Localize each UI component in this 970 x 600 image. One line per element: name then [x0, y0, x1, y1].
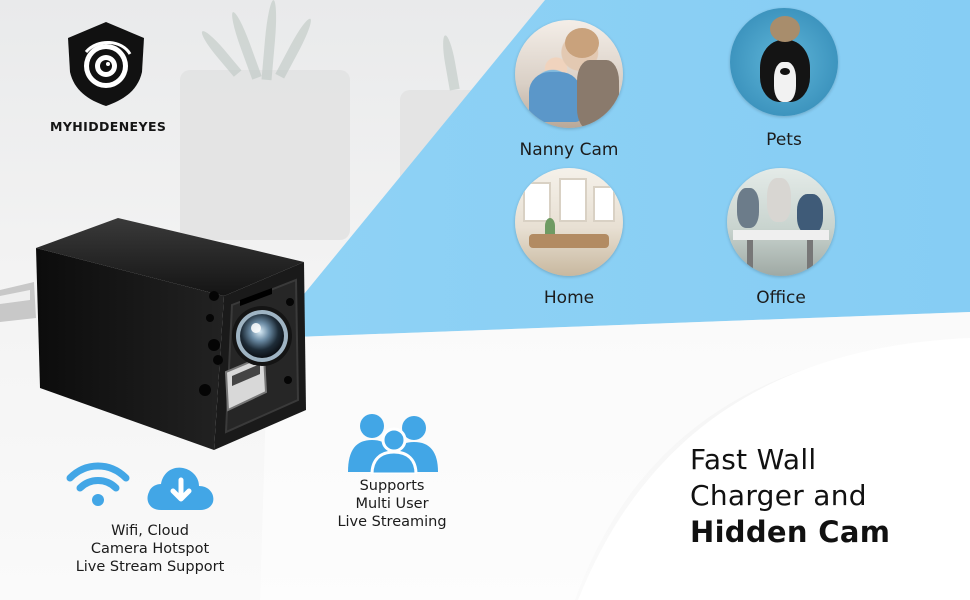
- usecase-home: Home: [504, 168, 634, 308]
- wifi-icon: [66, 462, 130, 506]
- headline: Fast Wall Charger and Hidden Cam: [690, 442, 960, 550]
- background-planter: [180, 70, 350, 240]
- usecase-label: Pets: [766, 130, 802, 150]
- feature-line: Live Streaming: [337, 514, 447, 530]
- feature-line: Wifi, Cloud: [111, 523, 189, 539]
- usecase-office: Office: [716, 168, 846, 308]
- headline-line: Fast Wall: [690, 443, 817, 476]
- charger-camera-device: [0, 218, 306, 450]
- feature-line: Multi User: [355, 496, 429, 512]
- connectivity-feature-text: Wifi, Cloud Camera Hotspot Live Stream S…: [40, 522, 260, 576]
- multi-user-feature-text: Supports Multi User Live Streaming: [322, 477, 462, 531]
- headline-line: Charger and: [690, 479, 867, 512]
- feature-line: Camera Hotspot: [90, 541, 210, 557]
- home-photo: [515, 168, 623, 276]
- feature-line: Live Stream Support: [75, 559, 225, 575]
- nanny-photo: [515, 20, 623, 128]
- users-icon: [348, 414, 438, 474]
- brand-name: MYHIDDENEYES: [50, 119, 167, 134]
- feature-line: Supports: [359, 478, 425, 494]
- office-photo: [727, 168, 835, 276]
- shield-eye-icon: [68, 22, 144, 106]
- usecase-label: Office: [756, 288, 806, 308]
- usecase-nanny-cam: Nanny Cam: [504, 20, 634, 160]
- headline-emphasis: Hidden Cam: [690, 515, 891, 549]
- brand-logo: MYHIDDENEYES: [50, 20, 167, 134]
- pets-photo: [730, 8, 838, 116]
- usecase-label: Home: [543, 288, 595, 308]
- usecase-label: Nanny Cam: [519, 140, 619, 160]
- cloud-download-icon: [147, 467, 214, 510]
- usecase-pets: Pets: [719, 8, 849, 150]
